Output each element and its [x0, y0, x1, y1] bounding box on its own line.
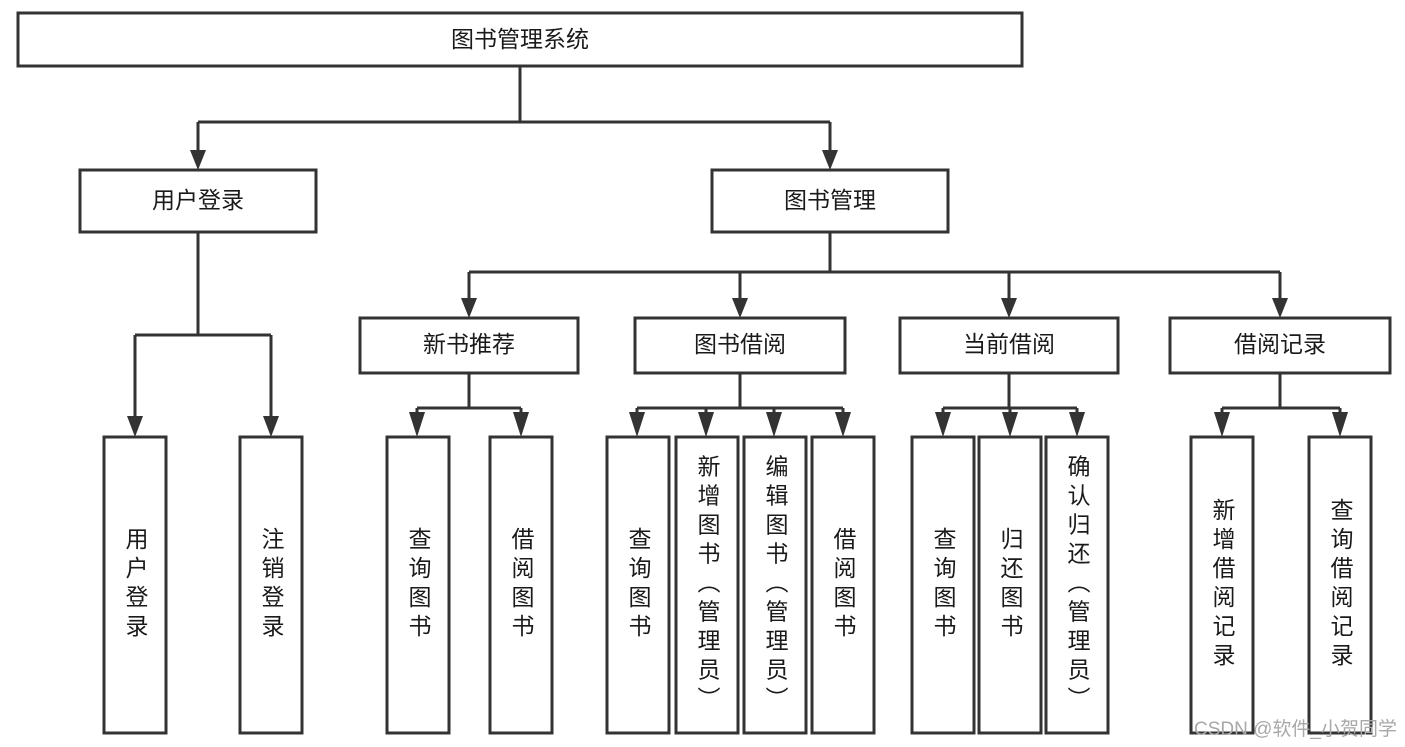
node-leaf-logout-label: 注销登录 — [258, 527, 285, 643]
node-leaf-edit-book-label: 编辑图书（管理员） — [762, 455, 789, 716]
node-new-book-rec-box[interactable] — [358, 316, 580, 375]
arrowhead-leaf-borrow-book-1 — [513, 412, 529, 437]
node-leaf-logout[interactable]: 注销登录 — [238, 435, 304, 735]
arrowhead-leaf-query-book-1 — [409, 412, 425, 437]
arrowhead-user-login — [190, 150, 206, 170]
node-book-borrow[interactable]: 图书借阅 — [633, 316, 847, 375]
node-leaf-query-book-3-box[interactable] — [910, 435, 976, 735]
node-leaf-query-record-box[interactable] — [1307, 435, 1373, 735]
node-book-manage[interactable]: 图书管理 — [710, 168, 950, 234]
node-leaf-query-book-2-box[interactable] — [605, 435, 671, 735]
arrowhead-leaf-borrow-book-2 — [835, 412, 851, 437]
node-root-box[interactable] — [16, 11, 1024, 68]
arrowhead-leaf-user-login — [127, 416, 143, 437]
node-leaf-borrow-book-1-label: 借阅图书 — [508, 527, 535, 643]
arrowhead-leaf-query-record — [1332, 412, 1348, 437]
node-leaf-borrow-book-1-box[interactable] — [488, 435, 554, 735]
arrowhead-book-borrow — [732, 298, 748, 318]
arrowhead-leaf-add-book — [698, 412, 714, 437]
node-leaf-confirm-return-box[interactable] — [1044, 435, 1110, 735]
node-book-manage-label: 图书管理 — [784, 187, 876, 213]
node-book-borrow-label: 图书借阅 — [694, 331, 786, 357]
node-borrow-record-label: 借阅记录 — [1234, 331, 1326, 357]
node-borrow-record[interactable]: 借阅记录 — [1168, 316, 1392, 375]
arrowhead-leaf-return-book — [1002, 412, 1018, 437]
node-leaf-logout-box[interactable] — [238, 435, 304, 735]
arrowhead-new-book-rec — [461, 298, 477, 318]
arrowhead-leaf-confirm-return — [1069, 412, 1085, 437]
arrowhead-leaf-query-book-2 — [629, 412, 645, 437]
node-leaf-add-book-label: 新增图书（管理员） — [694, 455, 721, 716]
node-user-login-label: 用户登录 — [152, 187, 244, 213]
node-leaf-user-login[interactable]: 用户登录 — [102, 435, 168, 735]
node-leaf-borrow-book-2[interactable]: 借阅图书 — [810, 435, 876, 735]
node-book-borrow-box[interactable] — [633, 316, 847, 375]
node-leaf-borrow-book-2-box[interactable] — [810, 435, 876, 735]
node-leaf-edit-book-box[interactable] — [742, 435, 808, 735]
arrowhead-leaf-edit-book — [766, 412, 782, 437]
node-leaf-add-record-box[interactable] — [1189, 435, 1255, 735]
arrowhead-leaf-query-book-3 — [935, 412, 951, 437]
node-borrow-record-box[interactable] — [1168, 316, 1392, 375]
node-user-login[interactable]: 用户登录 — [78, 168, 318, 234]
node-leaf-confirm-return-label: 确认归还（管理员） — [1064, 455, 1091, 716]
node-current-borrow-box[interactable] — [898, 316, 1120, 375]
node-leaf-add-record[interactable]: 新增借阅记录 — [1189, 435, 1255, 735]
node-leaf-query-book-3-label: 查询图书 — [930, 527, 957, 643]
node-leaf-query-record-label: 查询借阅记录 — [1327, 498, 1354, 672]
node-current-borrow-label: 当前借阅 — [963, 331, 1055, 357]
node-new-book-rec-label: 新书推荐 — [423, 331, 515, 357]
node-leaf-return-book[interactable]: 归还图书 — [977, 435, 1043, 735]
node-leaf-query-record[interactable]: 查询借阅记录 — [1307, 435, 1373, 735]
node-book-manage-box[interactable] — [710, 168, 950, 234]
node-leaf-user-login-box[interactable] — [102, 435, 168, 735]
node-current-borrow[interactable]: 当前借阅 — [898, 316, 1120, 375]
node-leaf-query-book-1-box[interactable] — [385, 435, 451, 735]
arrowhead-current-borrow — [1001, 298, 1017, 318]
node-leaf-confirm-return[interactable]: 确认归还（管理员） — [1044, 435, 1110, 735]
node-leaf-query-book-3[interactable]: 查询图书 — [910, 435, 976, 735]
node-leaf-borrow-book-2-label: 借阅图书 — [830, 527, 857, 643]
connector-layer — [127, 66, 1348, 437]
node-leaf-query-book-2-label: 查询图书 — [625, 527, 652, 643]
node-leaf-add-book-box[interactable] — [674, 435, 740, 735]
node-leaf-add-book[interactable]: 新增图书（管理员） — [674, 435, 740, 735]
node-leaf-query-book-1-label: 查询图书 — [405, 527, 432, 643]
arrowhead-leaf-logout — [263, 416, 279, 437]
arrowhead-book-manage — [822, 150, 838, 170]
node-leaf-return-book-box[interactable] — [977, 435, 1043, 735]
node-user-login-box[interactable] — [78, 168, 318, 234]
node-root[interactable]: 图书管理系统 — [16, 11, 1024, 68]
arrowhead-leaf-add-record — [1214, 412, 1230, 437]
node-root-label: 图书管理系统 — [451, 26, 589, 52]
node-leaf-query-book-2[interactable]: 查询图书 — [605, 435, 671, 735]
node-leaf-borrow-book-1[interactable]: 借阅图书 — [488, 435, 554, 735]
node-leaf-add-record-label: 新增借阅记录 — [1209, 498, 1236, 672]
node-new-book-rec[interactable]: 新书推荐 — [358, 316, 580, 375]
arrowhead-borrow-record — [1272, 298, 1288, 318]
node-leaf-return-book-label: 归还图书 — [997, 527, 1024, 643]
node-leaf-edit-book[interactable]: 编辑图书（管理员） — [742, 435, 808, 735]
node-leaf-query-book-1[interactable]: 查询图书 — [385, 435, 451, 735]
node-leaf-user-login-label: 用户登录 — [122, 527, 149, 643]
